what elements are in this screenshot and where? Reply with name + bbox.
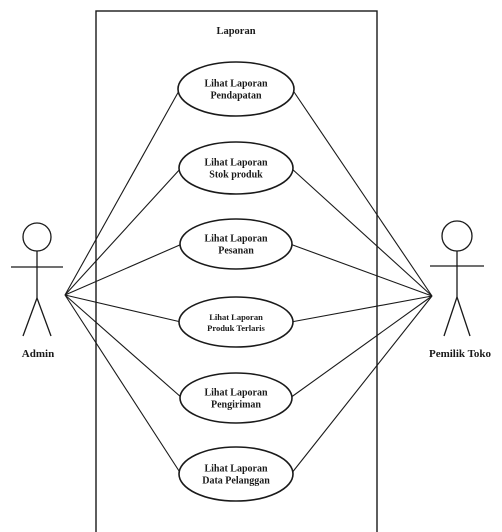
actors: Admin Pemilik Toko xyxy=(11,220,492,360)
use-case-ellipse xyxy=(178,446,294,502)
use-case-label-line: Produk Terlaris xyxy=(207,323,265,333)
actor-owner: Pemilik Toko xyxy=(429,220,492,360)
actor-right-leg xyxy=(36,297,52,337)
association-owner-uc2 xyxy=(290,167,433,297)
association-admin-uc1 xyxy=(64,88,181,296)
association-admin-uc6 xyxy=(64,294,182,475)
actor-head xyxy=(441,220,473,252)
association-owner-uc6 xyxy=(290,295,433,475)
use-case-label-line: Lihat Laporan xyxy=(204,158,268,169)
use-case-label-line: Lihat Laporan xyxy=(204,388,268,399)
actor-left-leg xyxy=(22,297,38,337)
association-admin-uc4 xyxy=(64,294,182,323)
actor-right-leg xyxy=(456,296,471,337)
system-boundary-title: Laporan xyxy=(216,26,255,37)
use-case-ellipse xyxy=(178,296,294,348)
use-case-ellipse xyxy=(177,61,295,117)
system-boundary xyxy=(95,10,378,532)
associations xyxy=(64,88,433,475)
association-owner-uc4 xyxy=(290,295,433,323)
use-case-ellipse xyxy=(178,141,294,195)
actor-label-admin: Admin xyxy=(22,348,54,360)
association-owner-uc3 xyxy=(289,243,433,297)
actor-label-owner: Pemilik Toko xyxy=(429,348,492,360)
association-admin-uc2 xyxy=(64,167,182,296)
association-admin-uc5 xyxy=(64,294,183,399)
actor-admin: Admin xyxy=(11,222,63,360)
use-case-label-line: Lihat Laporan xyxy=(204,464,268,475)
use-case-label-line: Lihat Laporan xyxy=(204,234,268,245)
actor-left-leg xyxy=(443,296,458,337)
use-case-label-line: Pengiriman xyxy=(211,400,261,411)
association-owner-uc1 xyxy=(291,88,433,297)
use-case-ellipse xyxy=(179,372,293,424)
use-case-label-line: Pendapatan xyxy=(210,91,262,102)
actor-head xyxy=(22,222,52,252)
use-case-ellipse xyxy=(179,218,293,270)
association-owner-uc5 xyxy=(289,295,433,399)
use-case-label-line: Lihat Laporan xyxy=(204,79,268,90)
association-admin-uc3 xyxy=(64,243,183,296)
use-case-label-line: Lihat Laporan xyxy=(209,312,263,322)
use-case-label-line: Stok produk xyxy=(209,170,263,181)
use-case-label-line: Data Pelanggan xyxy=(202,476,270,487)
use-case-label-line: Pesanan xyxy=(218,246,254,257)
